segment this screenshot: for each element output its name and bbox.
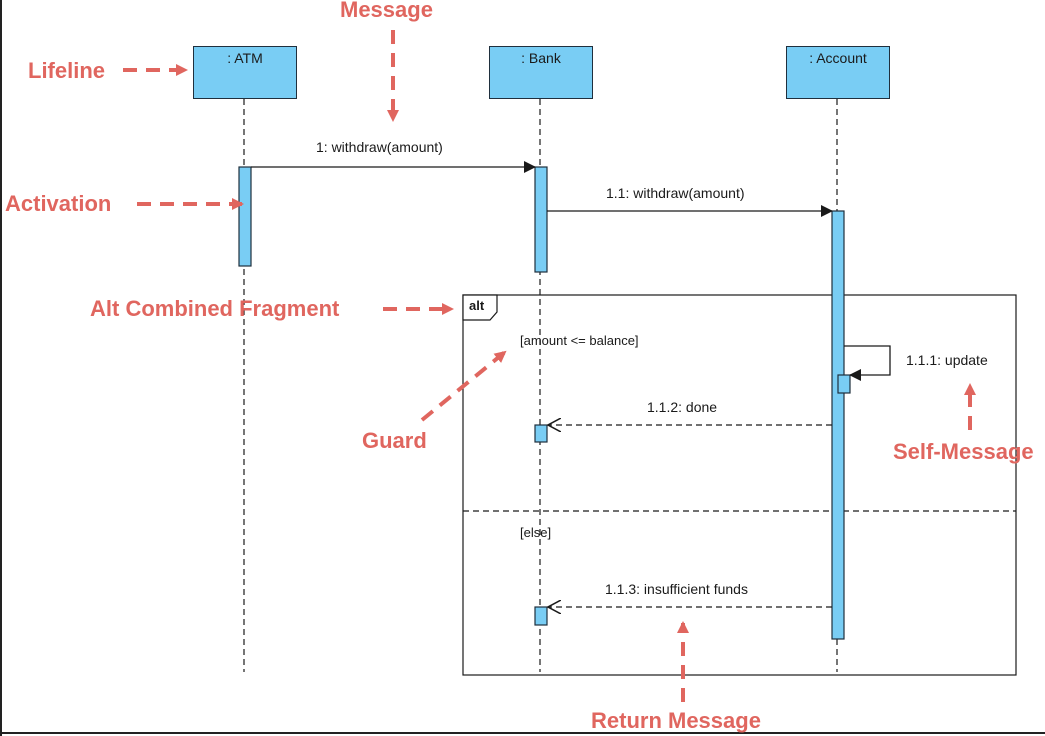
lifeline-atm-box: : ATM (193, 46, 297, 99)
lifeline-bank-box: : Bank (489, 46, 593, 99)
activation-account (831, 210, 845, 640)
alt-fragment-frame (462, 294, 1017, 676)
lifeline-atm-label: : ATM (227, 50, 263, 66)
message-withdraw-label: 1: withdraw(amount) (316, 139, 443, 155)
annot-alt-fragment-label: Alt Combined Fragment (90, 296, 340, 321)
message-withdraw2-label: 1.1: withdraw(amount) (606, 185, 745, 201)
activation-atm (238, 166, 252, 267)
self-message-update-label: 1.1.1: update (906, 352, 988, 368)
annot-self-message-label: Self-Message (893, 439, 1034, 464)
annot-message-label: Message (340, 0, 433, 22)
activation-bank (534, 166, 548, 273)
self-message-update-arrow (844, 345, 891, 381)
lifeline-bank-label: : Bank (521, 50, 561, 66)
activation-bank-insufficient (534, 606, 548, 626)
annot-guard-label: Guard (362, 428, 427, 453)
lifeline-account-box: : Account (786, 46, 890, 99)
lifeline-account-label: : Account (809, 50, 867, 66)
annot-return-message-label: Return Message (591, 708, 761, 733)
activation-bank-done (534, 424, 548, 443)
guard-else-label: [else] (520, 525, 552, 540)
return-done-label: 1.1.2: done (647, 399, 718, 415)
activation-account-self (837, 374, 851, 394)
alt-operator-label: alt (469, 298, 485, 313)
alt-operator-tab (462, 294, 498, 321)
guard-amount-label: [amount <= balance] (520, 333, 639, 348)
return-insufficient-label: 1.1.3: insufficient funds (605, 581, 748, 597)
annot-lifeline-label: Lifeline (28, 58, 106, 83)
annot-activation-label: Activation (5, 191, 112, 216)
annot-guard-arrow (420, 350, 507, 422)
